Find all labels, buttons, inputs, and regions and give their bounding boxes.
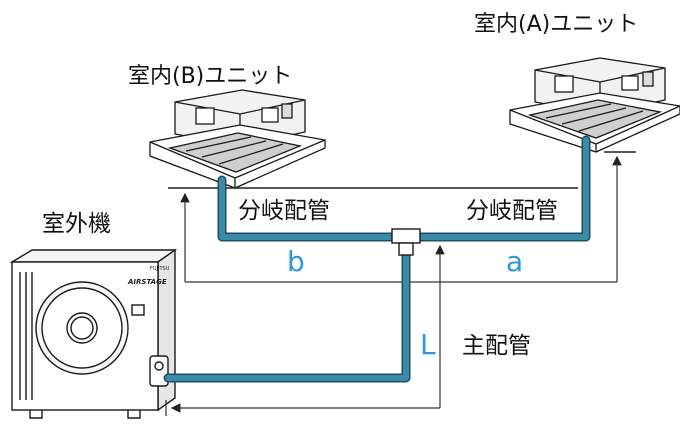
indoor-unit-b <box>149 89 326 189</box>
outdoor-unit <box>9 248 178 419</box>
brand-maker: FUJITSU <box>150 266 170 272</box>
branch-pipe-left-label: 分岐配管 <box>238 198 330 224</box>
indoor-unit-b-label: 室内(B)ユニット <box>128 64 293 89</box>
main-pipe-label: 主配管 <box>462 333 531 359</box>
branch-tee <box>391 228 421 256</box>
indoor-unit-a <box>509 57 680 153</box>
branch-pipe-right-label: 分岐配管 <box>466 198 558 224</box>
brand-product: AIRSTAGE <box>127 278 167 286</box>
length-L-label: L <box>420 328 436 361</box>
indoor-unit-a-label: 室内(A)ユニット <box>474 12 639 37</box>
dimension-lines <box>165 155 622 416</box>
length-a-label: a <box>506 245 524 278</box>
length-b-label: b <box>287 245 305 278</box>
outdoor-unit-label: 室外機 <box>42 211 111 237</box>
